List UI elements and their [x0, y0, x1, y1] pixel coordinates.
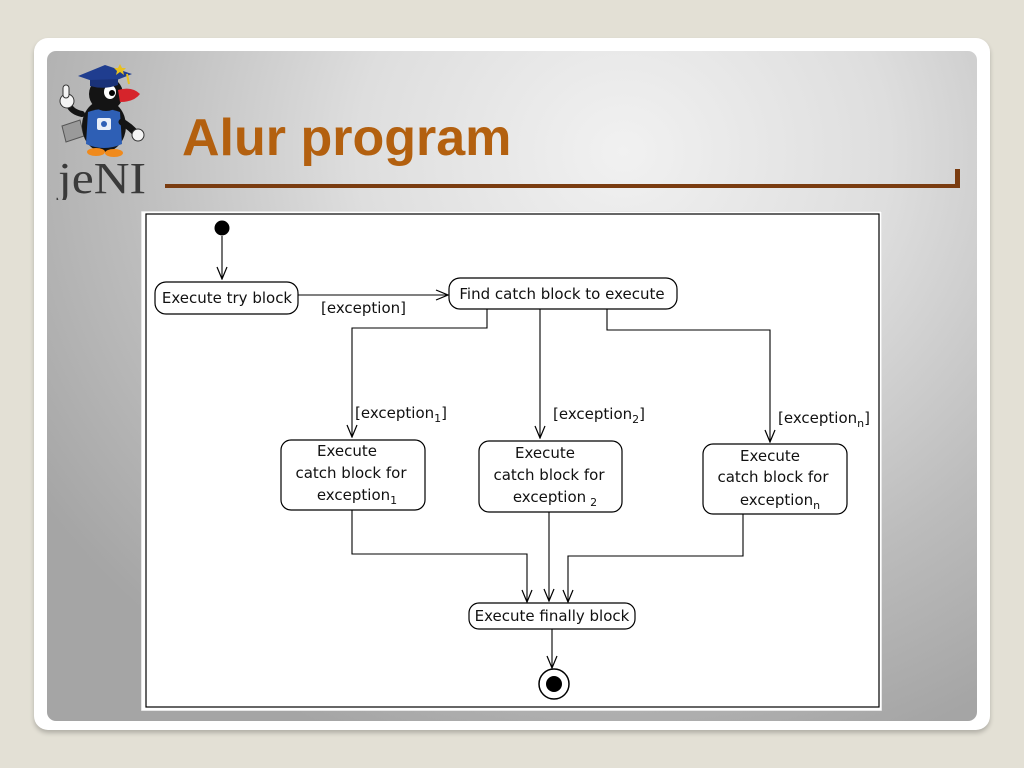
catch-box-2-line1: Execute	[515, 444, 575, 462]
flow-arrow-catch-n-to-finally	[568, 514, 744, 602]
jeni-logo: jeNI	[56, 64, 146, 200]
catch-box-1-line1: Execute	[317, 442, 377, 460]
final-node-dot	[546, 676, 562, 692]
catch-block-node-n: Execute catch block for exceptionn	[702, 443, 848, 515]
catch-box-n-line2: catch block for	[717, 468, 829, 486]
diagram-border	[145, 213, 880, 708]
catch-box-2-line2: catch block for	[493, 466, 605, 484]
guard-label-n: [exceptionn]	[778, 409, 870, 430]
flow-arrow-branch-n	[606, 309, 770, 442]
flow-arrow-branch-1	[352, 309, 488, 437]
catch-box-1-line2: catch block for	[295, 464, 407, 482]
slide-title: Alur program	[182, 109, 512, 167]
catch-block-node-1: Execute catch block for exception1	[280, 439, 426, 511]
activity-diagram: Execute try block [exception] Find catch…	[141, 211, 882, 711]
catch-box-1-line3: exception1	[317, 486, 397, 507]
exception-guard-label: [exception]	[321, 299, 406, 317]
initial-node	[214, 220, 230, 236]
find-catch-block-label: Find catch block to execute	[459, 285, 664, 303]
flow-arrow-catch-1-to-finally	[351, 510, 527, 602]
try-block-label: Execute try block	[162, 289, 293, 307]
catch-box-n-line3: exceptionn	[740, 491, 820, 512]
catch-block-box-2	[478, 440, 623, 513]
logo-wordmark: jeNI	[56, 154, 146, 200]
guard-label-2: [exception2]	[553, 405, 645, 426]
final-node	[538, 668, 570, 700]
guard-label-1: [exception1]	[355, 404, 447, 425]
catch-box-n-line1: Execute	[740, 447, 800, 465]
jeni-mascot-icon	[59, 64, 145, 157]
catch-block-box-1	[280, 439, 426, 511]
find-catch-block-node	[448, 277, 678, 310]
title-underline	[165, 184, 960, 188]
catch-block-box-n	[702, 443, 848, 515]
finally-block-label: Execute finally block	[475, 607, 630, 625]
try-block-node	[154, 281, 299, 315]
title-underline-tick	[955, 169, 960, 188]
